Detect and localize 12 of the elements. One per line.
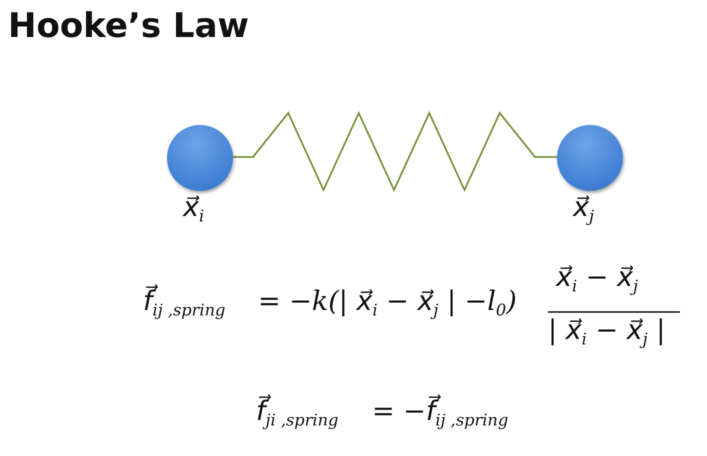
- equation-term: f⃗$_{ij ,spring}$: [143, 286, 226, 320]
- mass-circle: [557, 125, 623, 191]
- equation-term: = −k(| x⃗$_{i}$ − x⃗$_{j}$ | −l$_{0}$): [258, 286, 517, 320]
- equation-term: f⃗$_{ji ,spring}$: [256, 396, 338, 430]
- mass-circle: [167, 125, 233, 191]
- position-label: x⃗$_{i}$: [183, 192, 204, 226]
- position-label: x⃗$_{j}$: [573, 192, 594, 226]
- fraction-denominator: | x⃗$_{i}$ − x⃗$_{j}$ |: [548, 315, 666, 350]
- spring-line: [233, 110, 557, 192]
- fraction-numerator: x⃗$_{i}$ − x⃗$_{j}$: [556, 262, 638, 296]
- title: Hooke’s Law: [8, 6, 249, 46]
- equation-term: = −f⃗$_{ij ,spring}$: [372, 396, 508, 430]
